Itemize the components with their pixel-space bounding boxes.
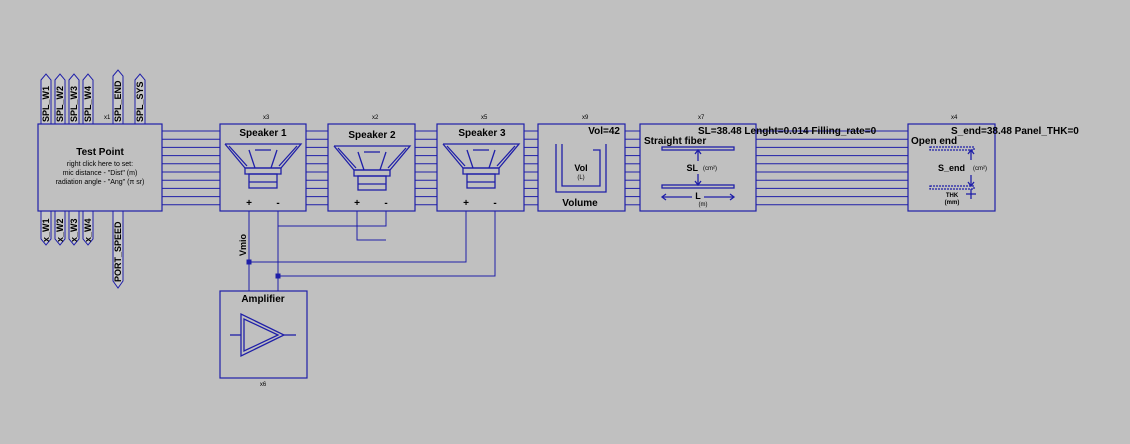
block-title: Straight fiber: [644, 136, 706, 147]
net-flag[interactable]: SPL_SYS: [134, 73, 146, 125]
net-flag[interactable]: x_W1: [40, 210, 52, 246]
net-flag[interactable]: SPL_W1: [40, 73, 52, 125]
block-title: Speaker 2: [348, 130, 396, 141]
net-flag-label: x_W4: [83, 218, 93, 242]
net-flag[interactable]: x_W4: [82, 210, 94, 246]
refdes-label: x1: [104, 115, 111, 121]
speaker-icon: [224, 143, 303, 189]
volume-block[interactable]: x9 Vol=42 Vol (L) Volume: [537, 115, 626, 212]
refdes-label: x5: [481, 115, 488, 121]
block-title: Speaker 1: [239, 128, 287, 139]
pin-plus: +: [354, 198, 360, 209]
block-hint: right click here to set:: [67, 161, 133, 168]
net-flag[interactable]: SPL_W3: [68, 73, 80, 125]
test-point-block[interactable]: x1 Test Point right click here to set: m…: [37, 115, 163, 212]
net-flag-label: x_W3: [69, 218, 79, 242]
thk-unit: (mm): [945, 200, 960, 206]
speaker-icon: [442, 143, 521, 189]
bottom-net-flags[interactable]: x_W1 x_W2 x_W3 x_W4 PORT_SPEED: [40, 210, 124, 289]
volume-param: Vol=42: [588, 126, 620, 137]
block-hint: mic distance - "Dist" (m): [63, 170, 138, 177]
net-flag-label: SPL_END: [113, 80, 123, 122]
l-label: L: [695, 191, 701, 201]
open-end-params: S_end=38.48 Panel_THK=0: [951, 126, 1079, 137]
net-flag-label: SPL_W2: [55, 86, 65, 122]
pin-minus: -: [493, 198, 496, 209]
s-end-label: S_end: [938, 163, 965, 173]
speaker-block[interactable]: x2 Speaker 2 + -: [327, 115, 416, 212]
s-end-unit: (cm²): [973, 166, 987, 172]
net-flag-label: SPL_SYS: [135, 81, 145, 122]
refdes-label: x7: [698, 115, 705, 121]
pin-plus: +: [463, 198, 469, 209]
net-flag[interactable]: SPL_W4: [82, 73, 94, 125]
block-title: Amplifier: [241, 294, 284, 305]
net-flag[interactable]: PORT_SPEED: [112, 210, 124, 289]
block-title: Test Point: [76, 147, 124, 158]
fiber-block[interactable]: x7 SL=38.48 Lenght=0.014 Filling_rate=0 …: [639, 115, 877, 212]
volume-unit: (L): [577, 175, 584, 181]
sl-label: SL: [686, 163, 698, 173]
refdes-label: x9: [582, 115, 589, 121]
net-flag[interactable]: SPL_END: [112, 69, 124, 125]
net-flag-label: SPL_W1: [41, 86, 51, 122]
speaker-block[interactable]: x5 Speaker 3 + -: [436, 115, 525, 212]
block-title: Speaker 3: [458, 128, 506, 139]
sl-unit: (cm²): [703, 166, 717, 172]
net-flag-label: PORT_SPEED: [113, 221, 123, 282]
block-hint: radiation angle - "Ang" (π sr): [56, 179, 145, 186]
net-flag-label: x_W2: [55, 218, 65, 242]
speaker-icon: [333, 145, 412, 191]
pin-minus: -: [276, 198, 279, 209]
net-flag-label: x_W1: [41, 218, 51, 242]
fiber-params: SL=38.48 Lenght=0.014 Filling_rate=0: [698, 126, 877, 137]
port-icon: [929, 146, 976, 199]
refdes-label: x2: [372, 115, 379, 121]
volume-inner-label: Vol: [574, 163, 587, 173]
net-label: Vmio: [238, 233, 248, 256]
net-flag[interactable]: SPL_W2: [54, 73, 66, 125]
net-flag-label: SPL_W3: [69, 86, 79, 122]
speaker-wiring: [246, 211, 496, 291]
top-net-flags[interactable]: SPL_W1 SPL_W2 SPL_W3 SPL_W4 SPL_END SPL_…: [40, 69, 146, 125]
speaker-block[interactable]: x3 Speaker 1 + -: [219, 115, 307, 212]
refdes-label: x3: [263, 115, 270, 121]
pin-minus: -: [384, 198, 387, 209]
amplifier-icon: [230, 312, 296, 358]
refdes-label: x6: [260, 382, 267, 388]
tube-icon: [660, 146, 736, 201]
amplifier-block[interactable]: Amplifier x6: [219, 290, 308, 388]
block-title: Volume: [562, 198, 598, 209]
net-flag-label: SPL_W4: [83, 86, 93, 122]
pin-plus: +: [246, 198, 252, 209]
open-end-block[interactable]: x4 S_end=38.48 Panel_THK=0 Open end S_en…: [907, 115, 1079, 212]
net-flag[interactable]: x_W2: [54, 210, 66, 246]
l-unit: (m): [699, 202, 708, 208]
refdes-label: x4: [951, 115, 958, 121]
thk-label: THK: [946, 193, 959, 199]
enclosure-icon: [555, 144, 607, 193]
net-flag[interactable]: x_W3: [68, 210, 80, 246]
block-title: Open end: [911, 136, 957, 147]
signal-bus: [162, 130, 908, 206]
